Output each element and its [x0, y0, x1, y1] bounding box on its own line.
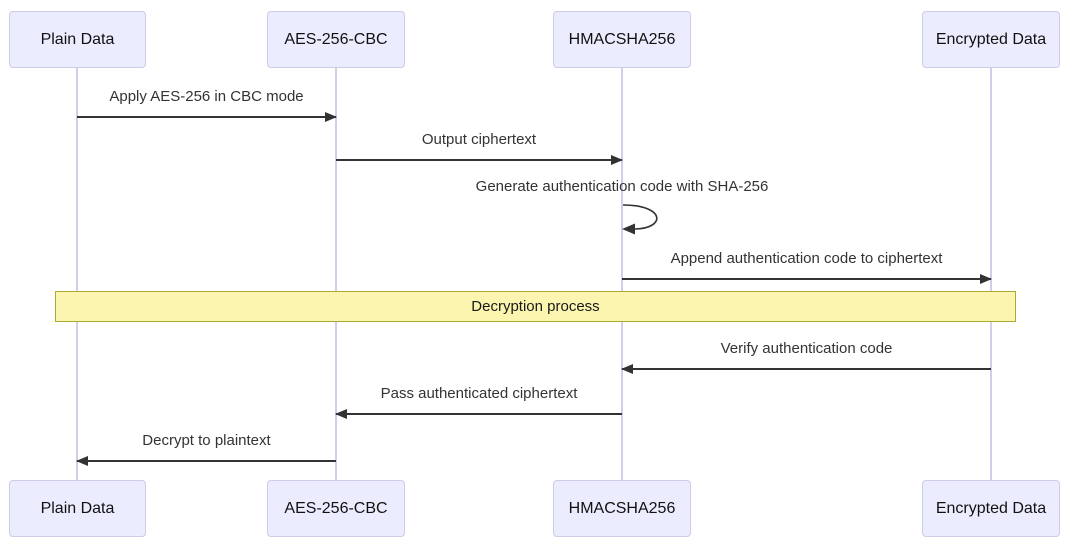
actor-bottom-encrypted-data: Encrypted Data	[922, 480, 1060, 537]
lifeline-hmacsha256	[621, 68, 623, 481]
actor-top-aes-256-cbc: AES-256-CBC	[267, 11, 405, 68]
actor-top-plain-data: Plain Data	[9, 11, 146, 68]
arrow-left	[335, 409, 622, 419]
actor-label: HMACSHA256	[568, 30, 676, 48]
actor-label: HMACSHA256	[568, 499, 676, 517]
arrowhead-icon	[76, 456, 88, 466]
message-label: Append authentication code to ciphertext	[670, 250, 943, 267]
band-label: Decryption process	[471, 298, 600, 315]
arrowhead-icon	[980, 274, 992, 284]
arrowhead-icon	[335, 409, 347, 419]
actor-bottom-hmacsha256: HMACSHA256	[553, 480, 691, 537]
arrowhead-icon	[621, 364, 633, 374]
message-pass-ciphertext: Pass authenticated ciphertext	[335, 385, 622, 419]
message-label: Pass authenticated ciphertext	[380, 385, 578, 402]
actor-bottom-aes-256-cbc: AES-256-CBC	[267, 480, 405, 537]
actor-label: Encrypted Data	[935, 499, 1047, 517]
actor-label: Plain Data	[40, 499, 115, 517]
self-loop-arrow	[622, 204, 658, 235]
actor-label: AES-256-CBC	[284, 499, 388, 517]
arrow-right	[77, 112, 337, 122]
message-verify-auth-code: Verify authentication code	[621, 340, 991, 374]
message-decrypt-plaintext: Decrypt to plaintext	[76, 432, 336, 466]
message-label: Apply AES-256 in CBC mode	[109, 88, 304, 105]
message-label: Generate authentication code with SHA-25…	[475, 178, 769, 195]
message-label: Decrypt to plaintext	[142, 432, 271, 449]
actor-bottom-plain-data: Plain Data	[9, 480, 146, 537]
decryption-process-band: Decryption process	[55, 291, 1016, 322]
arrow-right	[336, 155, 623, 165]
lifeline-plain-data	[76, 68, 78, 481]
arrow-right	[622, 274, 992, 284]
message-label: Verify authentication code	[720, 340, 893, 357]
actor-top-hmacsha256: HMACSHA256	[553, 11, 691, 68]
lifeline-aes-256-cbc	[335, 68, 337, 481]
arrowhead-icon	[325, 112, 337, 122]
actor-label: AES-256-CBC	[284, 30, 388, 48]
message-append-auth-code: Append authentication code to ciphertext	[622, 250, 992, 284]
message-apply-aes-256: Apply AES-256 in CBC mode	[77, 88, 337, 122]
message-label: Output ciphertext	[421, 131, 537, 148]
arrow-left	[76, 456, 336, 466]
arrow-left	[621, 364, 991, 374]
arrowhead-icon	[611, 155, 623, 165]
actor-label: Encrypted Data	[935, 30, 1047, 48]
actor-top-encrypted-data: Encrypted Data	[922, 11, 1060, 68]
actor-label: Plain Data	[40, 30, 115, 48]
message-output-ciphertext: Output ciphertext	[336, 131, 623, 165]
